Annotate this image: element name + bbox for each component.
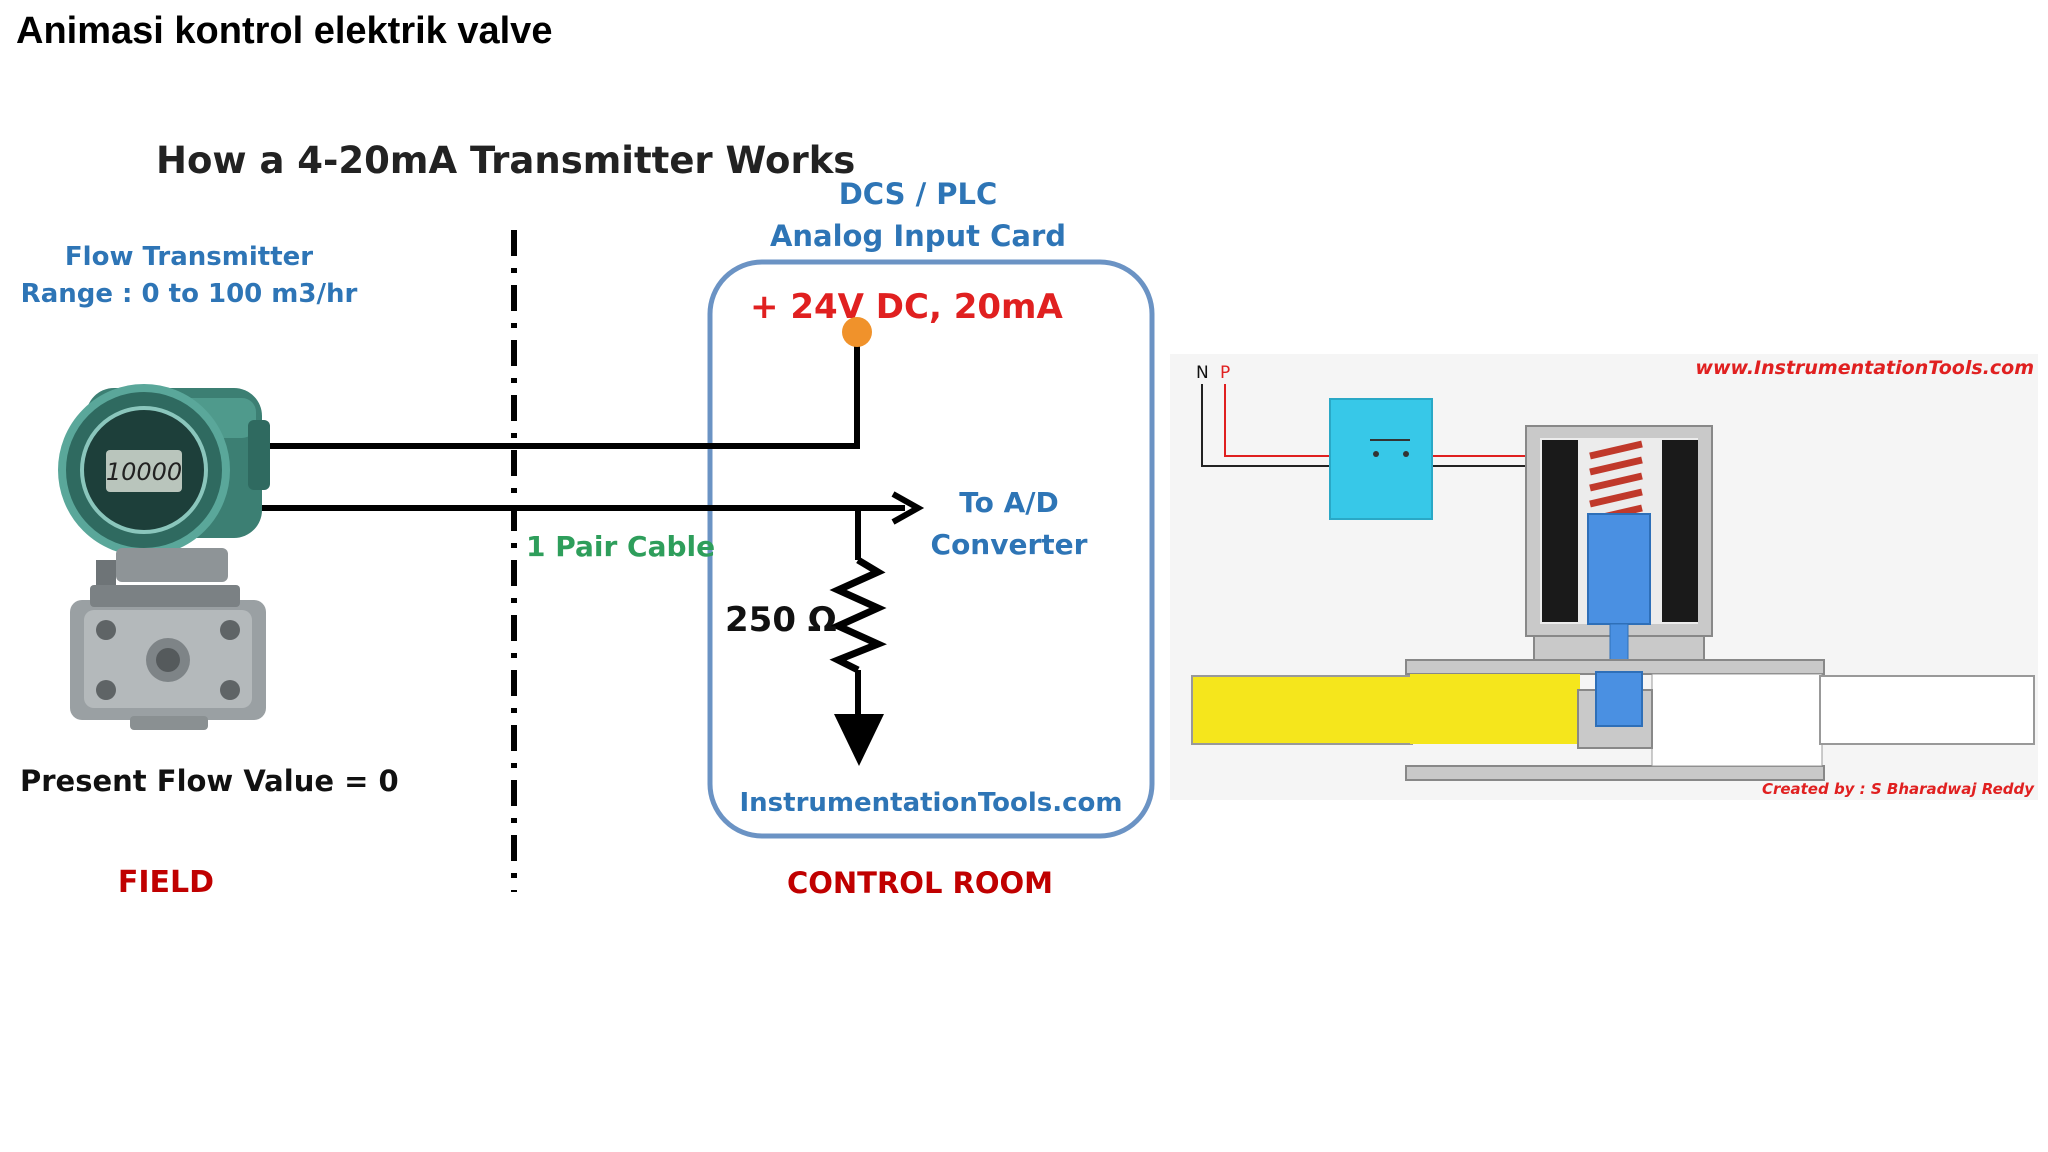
plunger-core [1587, 513, 1651, 625]
solenoid-watermark: www.InstrumentationTools.com [1695, 357, 2034, 379]
resistor-label: 250 Ω [725, 600, 837, 640]
transmitter-label-line1: Flow Transmitter [65, 242, 313, 272]
converter-label-line2: Converter [931, 528, 1088, 561]
pipe-outlet-extension [1819, 675, 2035, 745]
flow-transmitter-illustration: 10000 [58, 384, 270, 730]
switch-pin-right [1403, 451, 1409, 457]
resistor-symbol [829, 556, 887, 674]
diagram-heading: How a 4-20mA Transmitter Works [156, 139, 855, 182]
phase-wire [1224, 384, 1540, 457]
terminal-p-label: P [1220, 363, 1230, 383]
page-title: Animasi kontrol elektrik valve [16, 10, 553, 52]
solenoid-valve-animation: www.InstrumentationTools.com Created by … [1170, 354, 2038, 800]
converter-label-line1: To A/D [959, 486, 1059, 519]
present-flow-value: Present Flow Value = 0 [20, 764, 399, 798]
cable-label: 1 Pair Cable [526, 530, 715, 563]
field-label: FIELD [118, 865, 214, 900]
analog-input-card [707, 259, 1155, 839]
transmitter-label-line2: Range : 0 to 100 m3/hr [21, 279, 358, 309]
plunger-spring [1589, 440, 1643, 524]
control-room-label: CONTROL ROOM [787, 866, 1053, 900]
switch-pin-left [1373, 451, 1379, 457]
switch-box [1329, 398, 1433, 520]
transmitter-display: 10000 [106, 458, 182, 486]
card-title-line2: Analog Input Card [770, 219, 1066, 253]
pipe-inlet [1191, 675, 1413, 745]
ground-arrow [834, 714, 884, 766]
solenoid-credit: Created by : S Bharadwaj Reddy [1762, 780, 2035, 798]
signal-arrow-head [891, 491, 925, 525]
card-footer: InstrumentationTools.com [740, 788, 1123, 818]
supply-label: + 24V DC, 20mA [750, 287, 1063, 327]
card-title-line1: DCS / PLC [839, 177, 998, 211]
coil-left [1542, 440, 1578, 622]
valve-body-bottom [1405, 765, 1825, 781]
valve-disc [1595, 671, 1643, 727]
pipe-outlet [1651, 673, 1823, 767]
supply-terminal-dot [842, 317, 872, 347]
terminal-n-label: N [1196, 363, 1209, 383]
pipe-body-inlet-fluid [1410, 674, 1580, 744]
coil-right [1662, 440, 1698, 622]
